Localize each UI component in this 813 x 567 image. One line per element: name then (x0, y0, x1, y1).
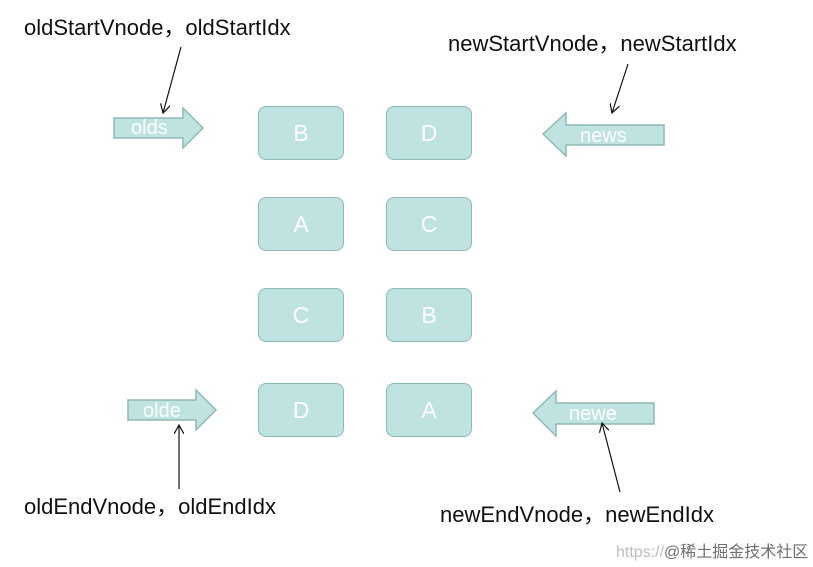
old-node-1: B (258, 106, 344, 160)
new-node-1: D (386, 106, 472, 160)
new-end-label: newEndVnode，newEndIdx (440, 502, 714, 527)
news-arrow-shape (541, 111, 665, 158)
new-end-connector (602, 423, 621, 493)
new-start-label: newStartVnode，newStartIdx (448, 31, 737, 56)
old-end-label: oldEndVnode，oldEndIdx (24, 494, 276, 519)
watermark-prefix: https:// (616, 544, 665, 561)
newe-arrow-shape (531, 389, 655, 438)
newe-pointer-label: newe (569, 403, 617, 425)
old-node-4: D (258, 383, 344, 437)
old-start-label: oldStartVnode，oldStartIdx (24, 15, 291, 40)
new-start-connector (612, 63, 629, 113)
new-node-4: A (386, 383, 472, 437)
old-node-2: A (258, 197, 344, 251)
new-node-3: B (386, 288, 472, 342)
olde-pointer-label: olde (143, 400, 181, 422)
olde-arrow-shape (127, 388, 218, 432)
olds-arrow-shape (113, 106, 205, 150)
old-start-connector (163, 46, 182, 113)
watermark-brand: @稀土掘金技术社区 (664, 544, 809, 561)
watermark: https://@稀土掘金技术社区 (616, 538, 808, 562)
olds-pointer-label: olds (131, 117, 168, 139)
news-pointer-label: news (580, 125, 627, 147)
new-node-2: C (386, 197, 472, 251)
old-node-3: C (258, 288, 344, 342)
